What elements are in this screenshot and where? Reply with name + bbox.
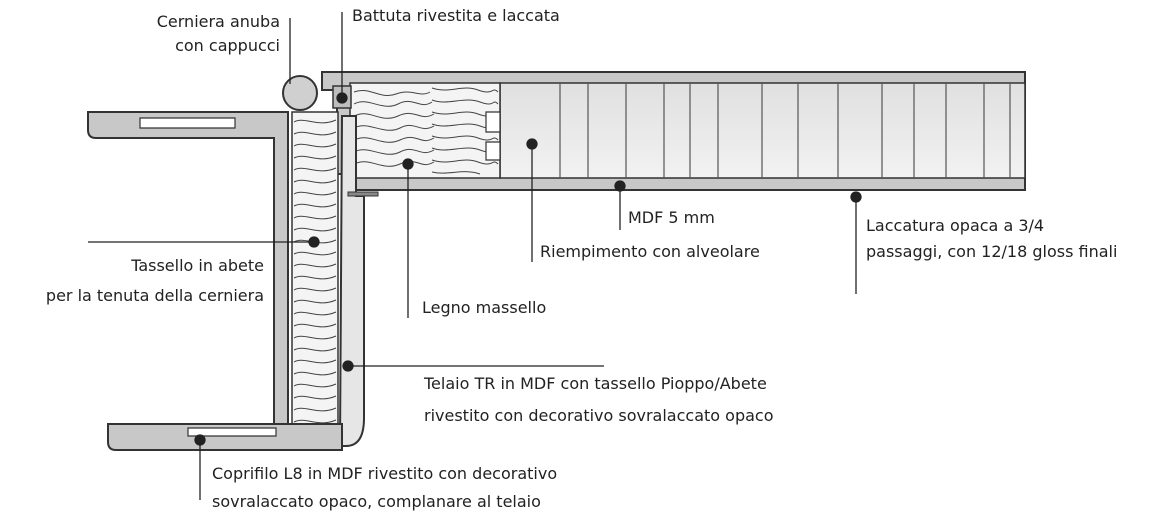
fir-insert [291,111,339,431]
label-lacquer-line1: Laccatura opaca a 3/4 [866,216,1045,235]
door-leaf [321,71,1026,191]
hinge-barrel [282,75,318,111]
label-hinge-line1: Cerniera anuba [156,12,280,31]
label-architrave-line2: sovralaccato opaco, complanare al telaio [212,492,541,511]
label-fir-insert-line2: per la tenuta della cerniera [45,286,264,305]
frame [87,111,379,447]
label-lacquer-line2: passaggi, con 12/18 gloss finali [866,242,1118,261]
label-hinge-line2: con cappucci [175,36,280,55]
tongue-groove [485,111,501,161]
gasket [347,191,379,197]
solid-wood-edge [349,82,501,179]
architrave [107,423,343,451]
architrave-notch [187,427,277,437]
label-frame-line2: rivestito con decorativo sovralaccato op… [424,406,774,425]
honeycomb-cells [559,83,1011,178]
hinge [282,75,318,111]
label-frame-line1: Telaio TR in MDF con tassello Pioppo/Abe… [424,374,767,393]
label-solid-wood: Legno massello [422,298,547,317]
label-rebate: Battuta rivestita e laccata [352,6,560,25]
fir-insert-grain [293,119,337,424]
label-honeycomb: Riempimento con alveolare [540,242,760,261]
leaders [88,12,862,500]
label-mdf: MDF 5 mm [628,208,715,227]
architrave-shape [107,423,343,451]
frame-notch [139,117,236,129]
label-architrave-line1: Coprifilo L8 in MDF rivestito con decora… [212,464,558,483]
label-fir-insert-line1: Tassello in abete [131,256,264,275]
